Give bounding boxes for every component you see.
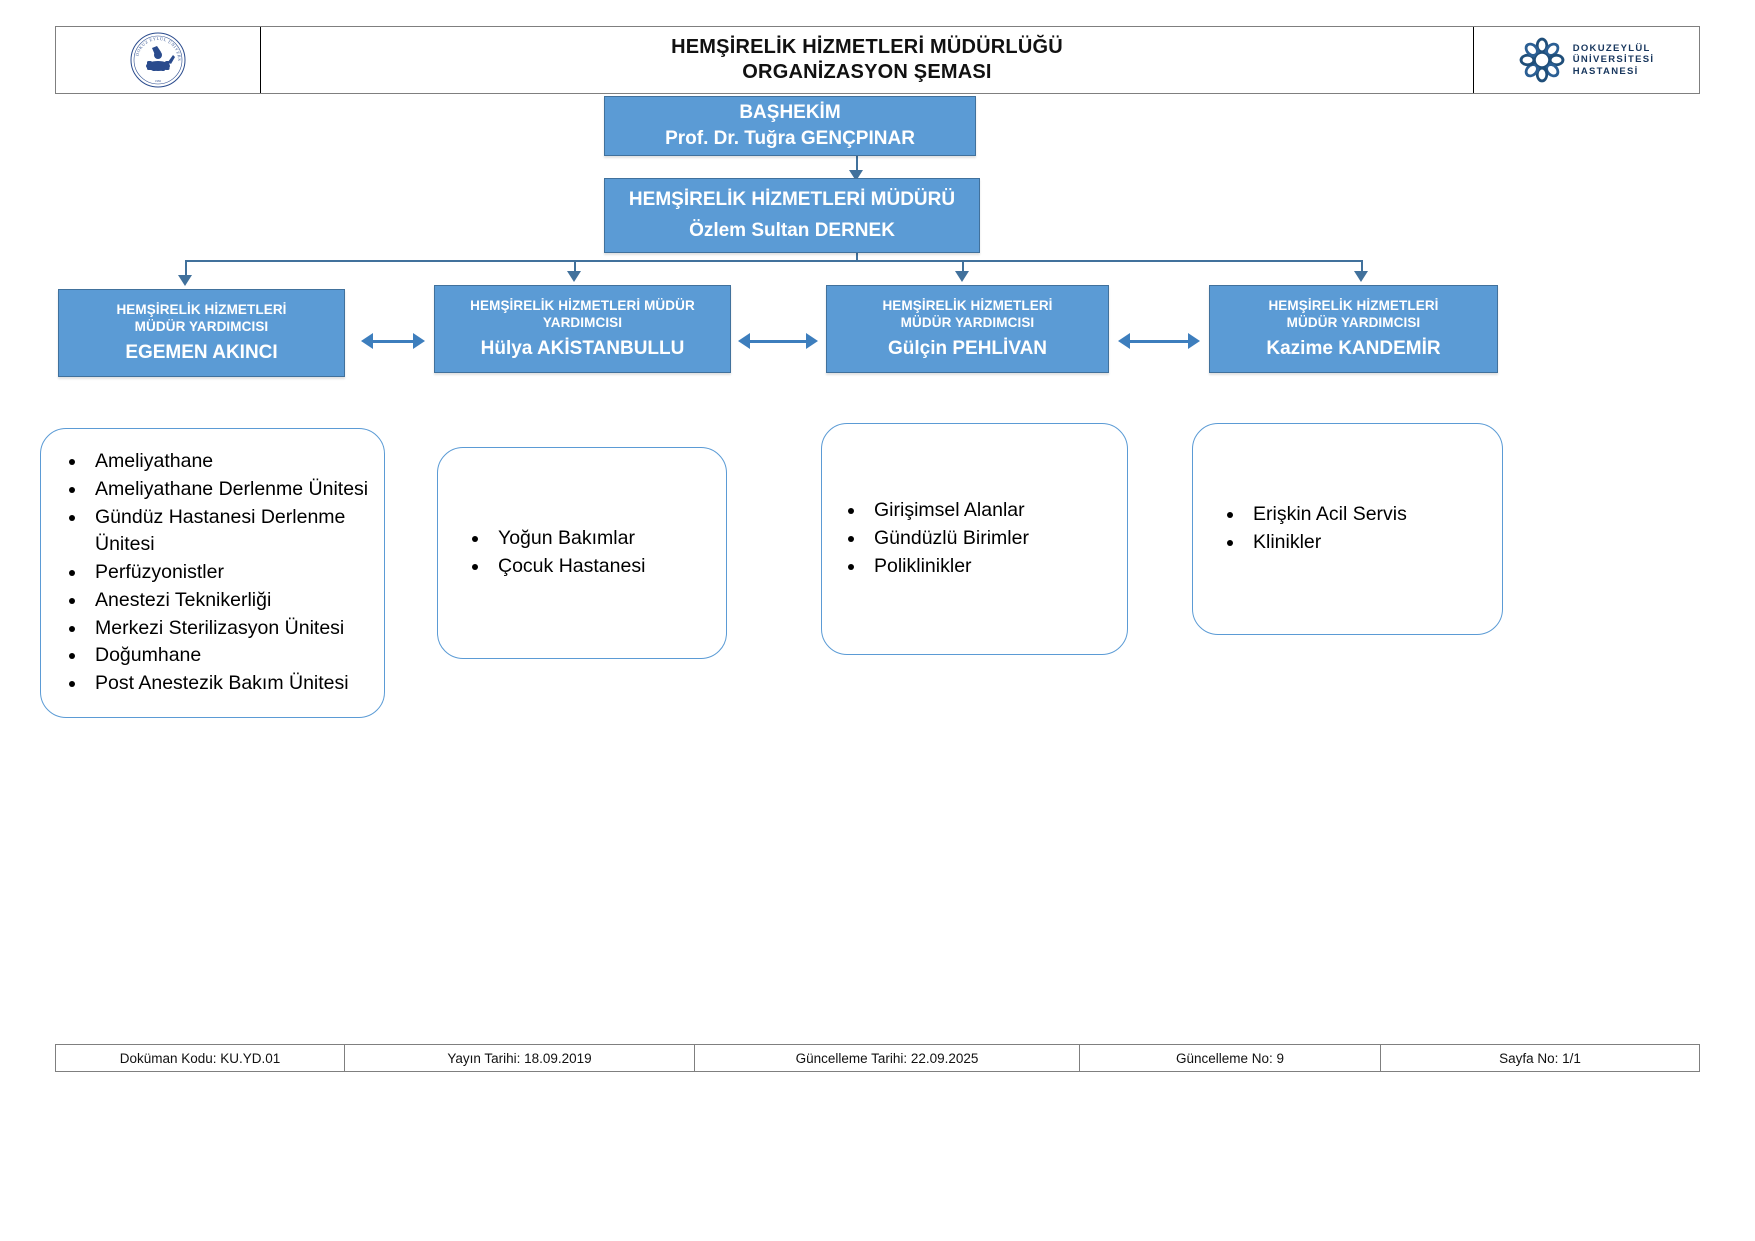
- arrow-assistant-1-icon: [567, 271, 581, 282]
- org-box-nursing-director[interactable]: HEMŞİRELİK HİZMETLERİ MÜDÜRÜ Özlem Sulta…: [604, 178, 980, 253]
- list-item: Doğumhane: [87, 642, 376, 670]
- hospital-name-line2: ÜNİVERSİTESİ: [1572, 54, 1655, 66]
- list-item: Poliklinikler: [866, 553, 1127, 581]
- org-box-assistant-0[interactable]: HEMŞİRELİK HİZMETLERİ MÜDÜR YARDIMCISI E…: [58, 289, 345, 377]
- connector-director-stem: [856, 253, 858, 261]
- assistant-2-role-line2: MÜDÜR YARDIMCISI: [900, 314, 1035, 330]
- page-title-line1: HEMŞİRELİK HİZMETLERİ MÜDÜRLÜĞÜ: [671, 36, 1063, 58]
- list-item: Erişkin Acil Servis: [1245, 501, 1502, 529]
- assistant-3-role-line2: MÜDÜR YARDIMCISI: [1286, 314, 1421, 330]
- assistant-1-role-line1: HEMŞİRELİK HİZMETLERİ MÜDÜR: [470, 298, 695, 313]
- assistant-2-name: Gülçin PEHLİVAN: [887, 338, 1048, 360]
- list-item: Yoğun Bakımlar: [490, 525, 726, 553]
- list-item: Gündüz Hastanesi Derlenme Ünitesi: [87, 504, 376, 559]
- arrow-assistant-2-icon: [955, 271, 969, 282]
- list-item: Post Anestezik Bakım Ünitesi: [87, 670, 376, 698]
- page-title-line2: ORGANİZASYON ŞEMASI: [742, 61, 992, 83]
- arrow-assistant-0-icon: [178, 275, 192, 286]
- document-header: DOKUZ EYLÜL ÜNİVERSİTESİ 1982: [55, 26, 1700, 94]
- nursing-director-role: HEMŞİRELİK HİZMETLERİ MÜDÜRÜ: [628, 189, 956, 211]
- peer-arrow-0-1-icon: [361, 330, 425, 352]
- unit-panel-0: Ameliyathane Ameliyathane Derlenme Ünite…: [40, 428, 385, 718]
- arrow-chief-to-director-icon: [849, 170, 863, 181]
- university-seal-cell: DOKUZ EYLÜL ÜNİVERSİTESİ 1982: [56, 27, 261, 93]
- unit-list-0: Ameliyathane Ameliyathane Derlenme Ünite…: [41, 448, 376, 697]
- assistant-0-name: EGEMEN AKINCI: [125, 342, 278, 364]
- footer-page-no: Sayfa No: 1/1: [1499, 1050, 1581, 1066]
- hospital-name-line1: DOKUZEYLÜL: [1572, 43, 1651, 55]
- rosette-icon: [1519, 37, 1565, 83]
- hospital-name-line3: HASTANESİ: [1572, 65, 1639, 77]
- list-item: Perfüzyonistler: [87, 559, 376, 587]
- hospital-logo-cell: DOKUZEYLÜL ÜNİVERSİTESİ HASTANESİ: [1474, 27, 1699, 93]
- nursing-director-name: Özlem Sultan DERNEK: [689, 219, 895, 241]
- assistant-1-name: Hülya AKİSTANBULLU: [480, 338, 685, 360]
- list-item: Çocuk Hastanesi: [490, 553, 726, 581]
- connector-to-assistant-1: [574, 260, 576, 274]
- assistant-0-role-line2: MÜDÜR YARDIMCISI: [134, 318, 269, 334]
- footer-document-code: Doküman Kodu: KU.YD.01: [56, 1045, 345, 1071]
- org-box-assistant-2[interactable]: HEMŞİRELİK HİZMETLERİ MÜDÜR YARDIMCISI G…: [826, 285, 1109, 373]
- hospital-logo: DOKUZEYLÜL ÜNİVERSİTESİ HASTANESİ: [1519, 37, 1655, 83]
- list-item: Ameliyathane: [87, 448, 376, 476]
- list-item: Gündüzlü Birimler: [866, 525, 1127, 553]
- footer-update-date: Güncelleme Tarihi: 22.09.2025: [695, 1045, 1080, 1071]
- connector-to-assistant-0: [185, 260, 187, 278]
- unit-panel-3: Erişkin Acil Servis Klinikler: [1192, 423, 1503, 635]
- unit-list-1: Yoğun Bakımlar Çocuk Hastanesi: [438, 525, 726, 580]
- unit-panel-1: Yoğun Bakımlar Çocuk Hastanesi: [437, 447, 727, 659]
- org-box-assistant-1[interactable]: HEMŞİRELİK HİZMETLERİ MÜDÜR YARDIMCISI H…: [434, 285, 731, 373]
- list-item: Merkezi Sterilizasyon Ünitesi: [87, 615, 376, 643]
- connector-to-assistant-2: [962, 260, 964, 274]
- connector-assistants-bus: [185, 260, 1361, 262]
- assistant-3-name: Kazime KANDEMİR: [1266, 338, 1441, 360]
- list-item: Anestezi Teknikerliği: [87, 587, 376, 615]
- unit-panel-2: Girişimsel Alanlar Gündüzlü Birimler Pol…: [821, 423, 1128, 655]
- assistant-2-role-line1: HEMŞİRELİK HİZMETLERİ: [882, 298, 1053, 313]
- assistant-0-role-line1: HEMŞİRELİK HİZMETLERİ: [116, 302, 287, 317]
- chief-physician-role: BAŞHEKİM: [739, 102, 841, 124]
- document-title-cell: HEMŞİRELİK HİZMETLERİ MÜDÜRLÜĞÜ ORGANİZA…: [261, 27, 1474, 93]
- footer-publish-date: Yayın Tarihi: 18.09.2019: [345, 1045, 695, 1071]
- svg-text:1982: 1982: [155, 79, 162, 83]
- document-footer: Doküman Kodu: KU.YD.01 Yayın Tarihi: 18.…: [55, 1044, 1700, 1072]
- dokuz-eylul-universitesi-seal-icon: DOKUZ EYLÜL ÜNİVERSİTESİ 1982: [128, 30, 188, 90]
- assistant-1-role-line2: YARDIMCISI: [542, 314, 623, 330]
- unit-list-2: Girişimsel Alanlar Gündüzlü Birimler Pol…: [822, 497, 1127, 580]
- peer-arrow-1-2-icon: [738, 330, 818, 352]
- list-item: Girişimsel Alanlar: [866, 497, 1127, 525]
- footer-update-no: Güncelleme No: 9: [1080, 1045, 1381, 1071]
- chief-physician-name: Prof. Dr. Tuğra GENÇPINAR: [665, 128, 915, 149]
- list-item: Ameliyathane Derlenme Ünitesi: [87, 476, 376, 504]
- unit-list-3: Erişkin Acil Servis Klinikler: [1193, 501, 1502, 556]
- org-box-chief-physician[interactable]: BAŞHEKİM Prof. Dr. Tuğra GENÇPINAR: [604, 96, 976, 156]
- connector-chief-to-director: [856, 156, 858, 174]
- arrow-assistant-3-icon: [1354, 271, 1368, 282]
- assistant-3-role-line1: HEMŞİRELİK HİZMETLERİ: [1268, 298, 1439, 313]
- connector-to-assistant-3: [1361, 260, 1363, 274]
- org-box-assistant-3[interactable]: HEMŞİRELİK HİZMETLERİ MÜDÜR YARDIMCISI K…: [1209, 285, 1498, 373]
- list-item: Klinikler: [1245, 529, 1502, 557]
- peer-arrow-2-3-icon: [1118, 330, 1200, 352]
